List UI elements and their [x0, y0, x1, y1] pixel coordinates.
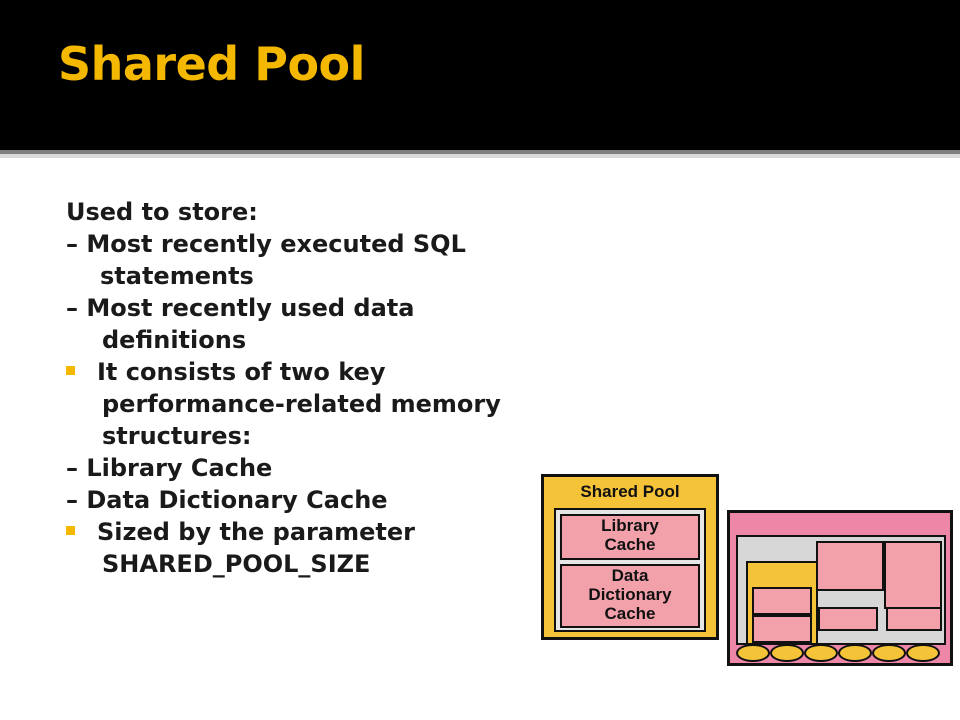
ddc-label-3: Cache: [604, 604, 656, 623]
process-oval: [770, 644, 804, 662]
sga-pool-region: [746, 561, 818, 645]
process-oval: [736, 644, 770, 662]
intro-text: Used to store:: [66, 198, 258, 226]
sga-inner: [736, 535, 946, 645]
bullet-structures-cont: performance-related memory: [102, 390, 501, 418]
title-bar: Shared Pool: [0, 0, 960, 150]
bullet-sizing-text: Sized by the parameter: [97, 518, 415, 546]
list-item-library-cache: – Library Cache: [66, 454, 273, 482]
bullet-structures: It consists of two key: [66, 356, 566, 388]
process-oval: [804, 644, 838, 662]
library-cache-label-1: Library: [601, 516, 659, 535]
list-item-definitions: – Most recently used data: [66, 294, 415, 322]
square-bullet-icon: [66, 526, 75, 535]
bullet-structures-text: It consists of two key: [97, 358, 386, 386]
ddc-label-1: Data: [611, 566, 649, 585]
sga-block: [818, 607, 878, 631]
square-bullet-icon: [66, 366, 75, 375]
ddc-label-2: Dictionary: [588, 585, 672, 604]
list-item-sql: – Most recently executed SQL: [66, 230, 466, 258]
sga-block: [886, 607, 942, 631]
bullet-sizing: Sized by the parameter: [66, 516, 566, 548]
sga-block: [752, 587, 812, 615]
shared-pool-label: Shared Pool: [580, 482, 680, 501]
bullet-structures-cont2: structures:: [102, 422, 252, 450]
list-item-sql-cont: statements: [100, 262, 254, 290]
shared-pool-box: Shared Pool Library Cache Data Dictionar…: [541, 474, 719, 640]
sga-block: [752, 615, 812, 643]
process-oval: [838, 644, 872, 662]
title-divider-shadow: [0, 154, 960, 158]
title-divider: [0, 150, 960, 154]
process-oval: [872, 644, 906, 662]
process-oval: [906, 644, 940, 662]
library-cache-label-2: Cache: [604, 535, 656, 554]
data-dictionary-cache-box: Data Dictionary Cache: [560, 564, 700, 628]
list-item-data-dictionary-cache: – Data Dictionary Cache: [66, 486, 388, 514]
slide-title: Shared Pool: [58, 37, 365, 91]
slide-body: Used to store: – Most recently executed …: [66, 196, 566, 580]
list-item-definitions-cont: definitions: [102, 326, 247, 354]
sga-block: [884, 541, 942, 609]
shared-pool-inner: Library Cache Data Dictionary Cache: [554, 508, 706, 632]
sga-box: [727, 510, 953, 666]
sga-processes: [736, 644, 946, 662]
library-cache-box: Library Cache: [560, 514, 700, 560]
parameter-name: SHARED_POOL_SIZE: [102, 550, 371, 578]
sga-block: [816, 541, 884, 591]
